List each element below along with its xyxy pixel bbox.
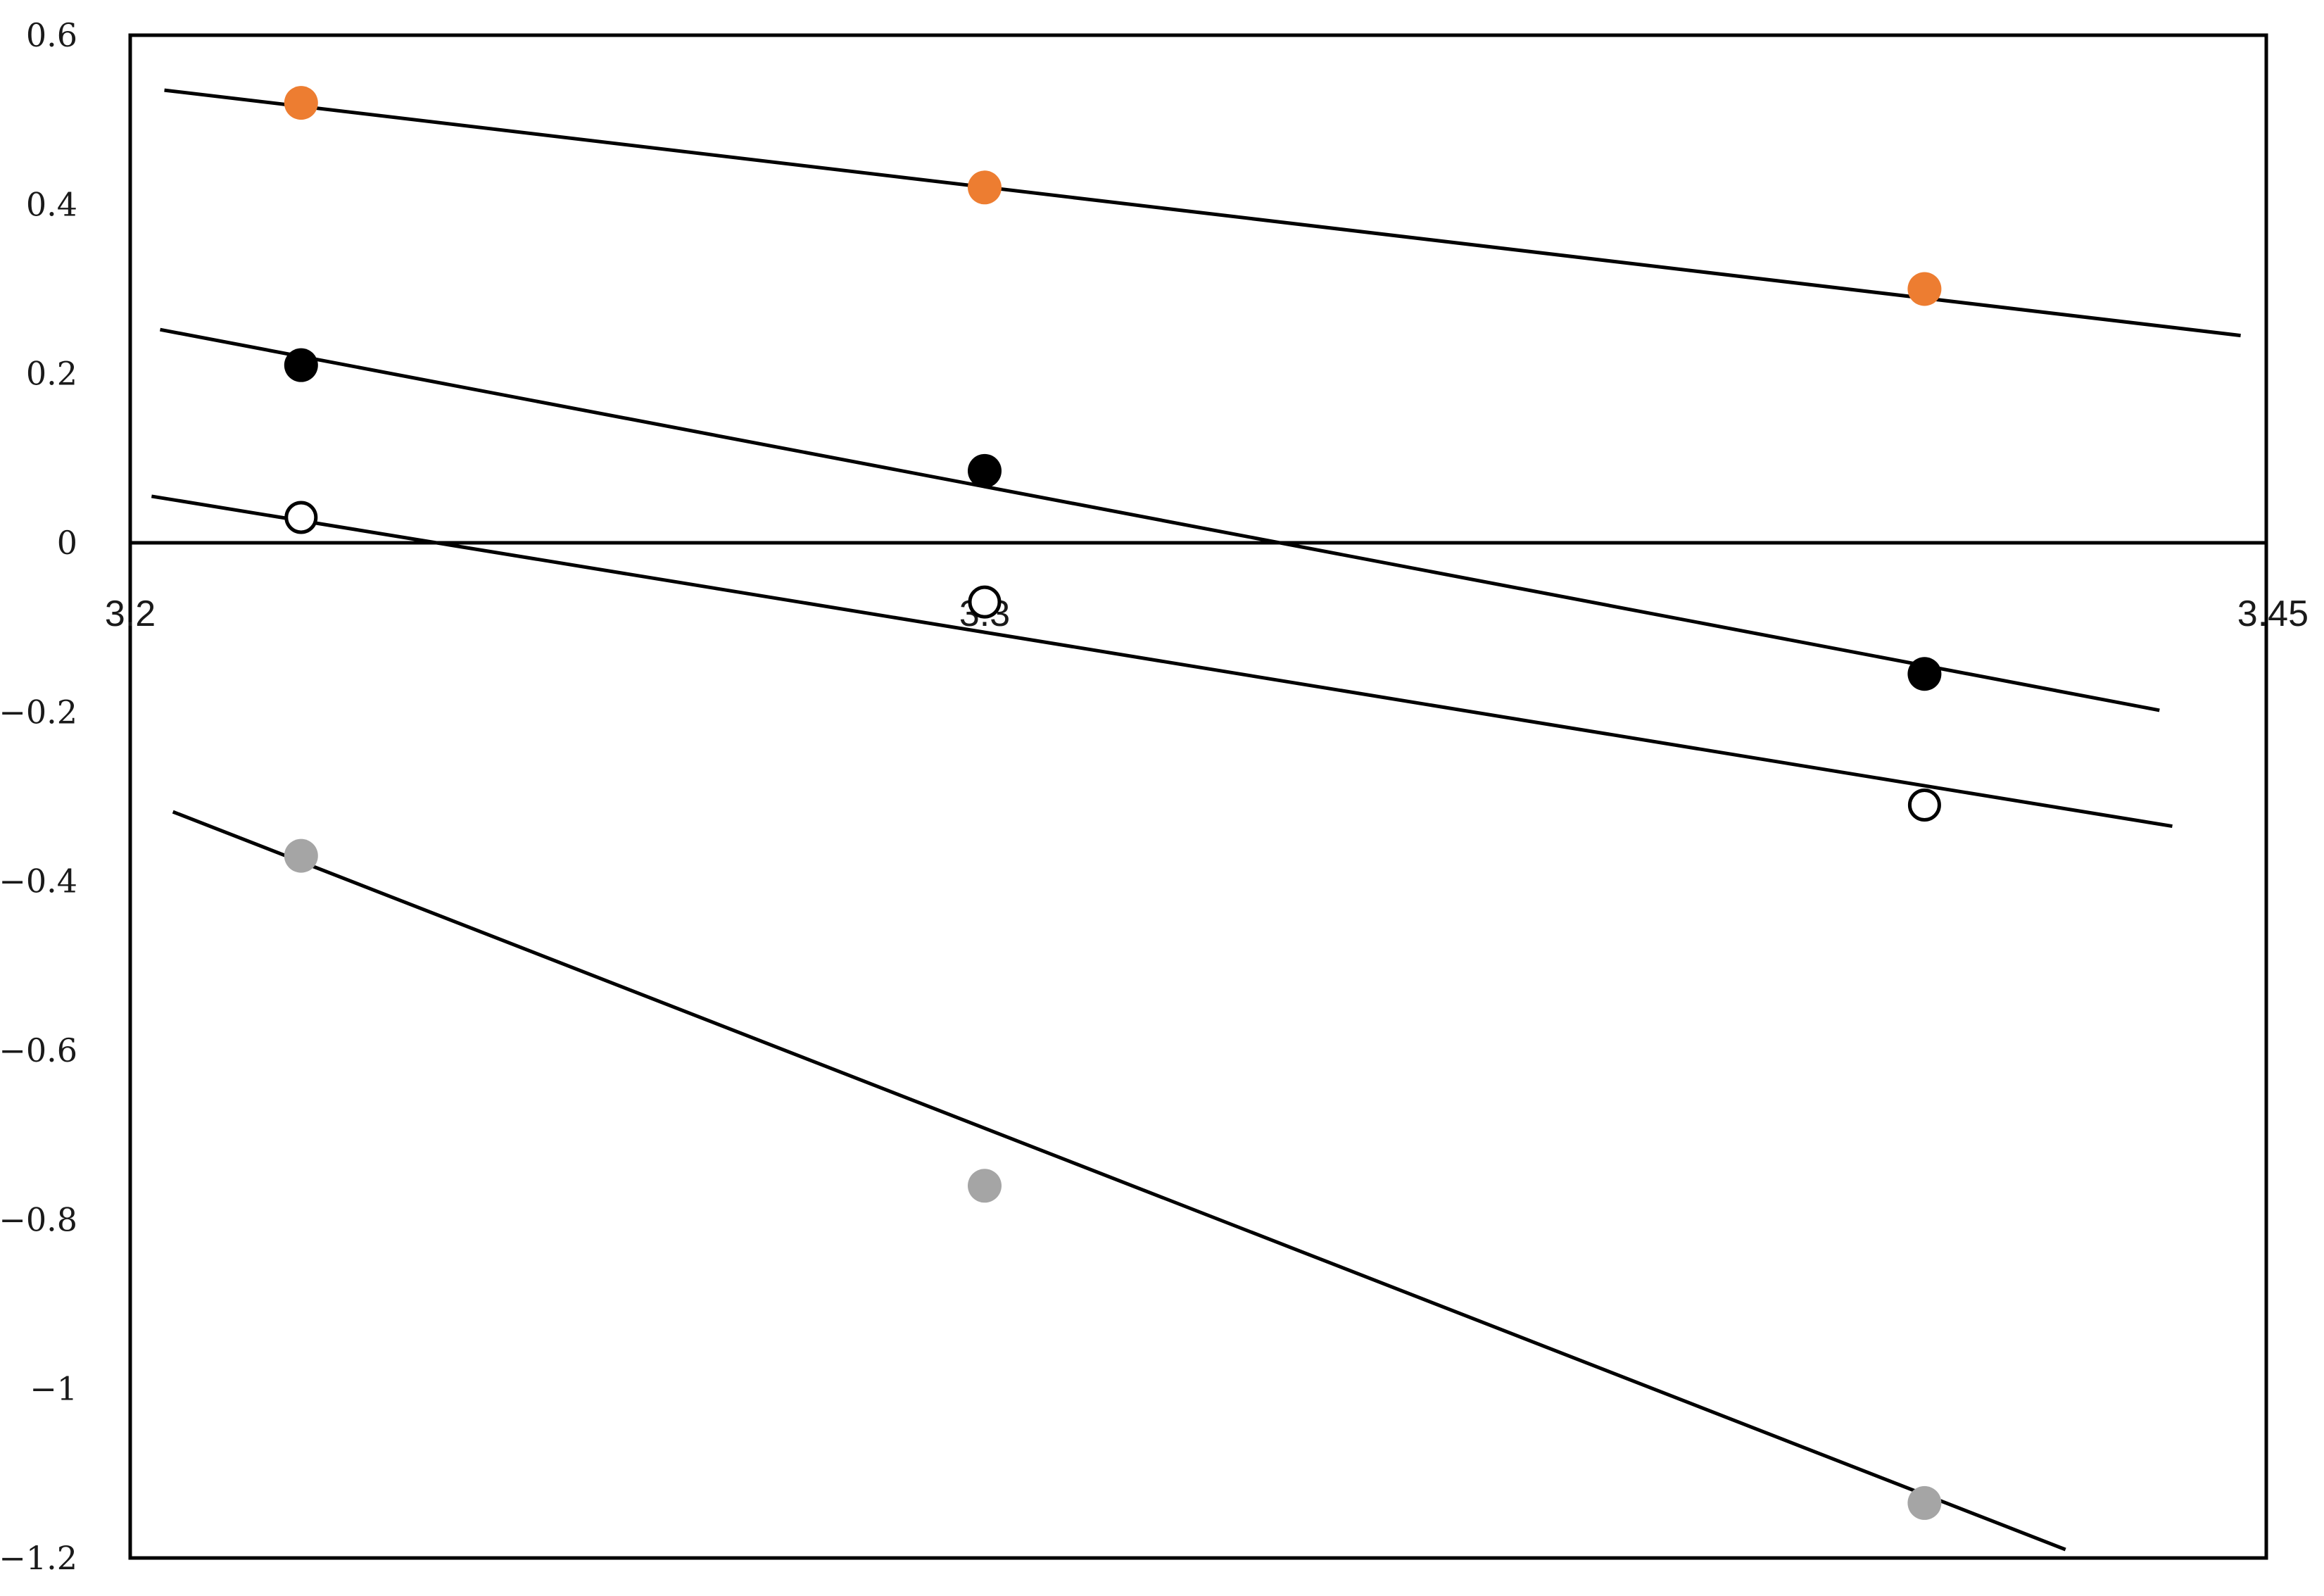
data-point-series-1: [1907, 272, 1942, 306]
trendlines: [151, 88, 2241, 1552]
y-tick-label: 0.4: [26, 185, 77, 223]
data-point-series-4: [284, 838, 318, 873]
data-point-series-1: [284, 86, 318, 120]
y-axis-tick-labels: 0.6 0.4 0.2 0 −0.2 −0.4 −0.6 −0.8 −1 −1.2: [0, 16, 77, 1577]
data-point-series-2: [968, 453, 1002, 488]
trendline-2: [160, 327, 2160, 712]
trendline-4: [172, 810, 2066, 1552]
plot-area-frame: [128, 33, 2268, 1560]
data-point-series-2: [1907, 657, 1942, 691]
data-point-series-2: [284, 348, 318, 382]
trendline-3: [151, 494, 2173, 829]
y-tick-label: −0.2: [0, 693, 77, 731]
data-point-series-3: [284, 501, 318, 534]
y-tick-label: −0.6: [0, 1031, 77, 1069]
trendline-1: [164, 88, 2241, 338]
y-tick-label: −0.4: [0, 862, 77, 900]
x-tick-label: 3.2: [105, 593, 156, 634]
data-point-series-3: [968, 585, 1002, 619]
data-point-series-4: [968, 1169, 1002, 1203]
data-points: [284, 86, 1942, 1520]
y-tick-label: 0: [57, 524, 77, 562]
y-tick-label: −0.8: [0, 1200, 77, 1238]
y-tick-label: 0.6: [26, 16, 77, 54]
x-tick-label: 3.45: [2237, 593, 2309, 634]
data-point-series-4: [1907, 1485, 1942, 1520]
data-point-series-3: [1907, 788, 1941, 822]
y-tick-label: −1: [30, 1370, 77, 1408]
y-tick-label: 0.2: [26, 355, 77, 393]
y-tick-label: −1.2: [0, 1539, 77, 1577]
x-axis-tick-labels: 3.23.33.45: [105, 593, 2309, 634]
data-point-series-1: [968, 170, 1002, 205]
